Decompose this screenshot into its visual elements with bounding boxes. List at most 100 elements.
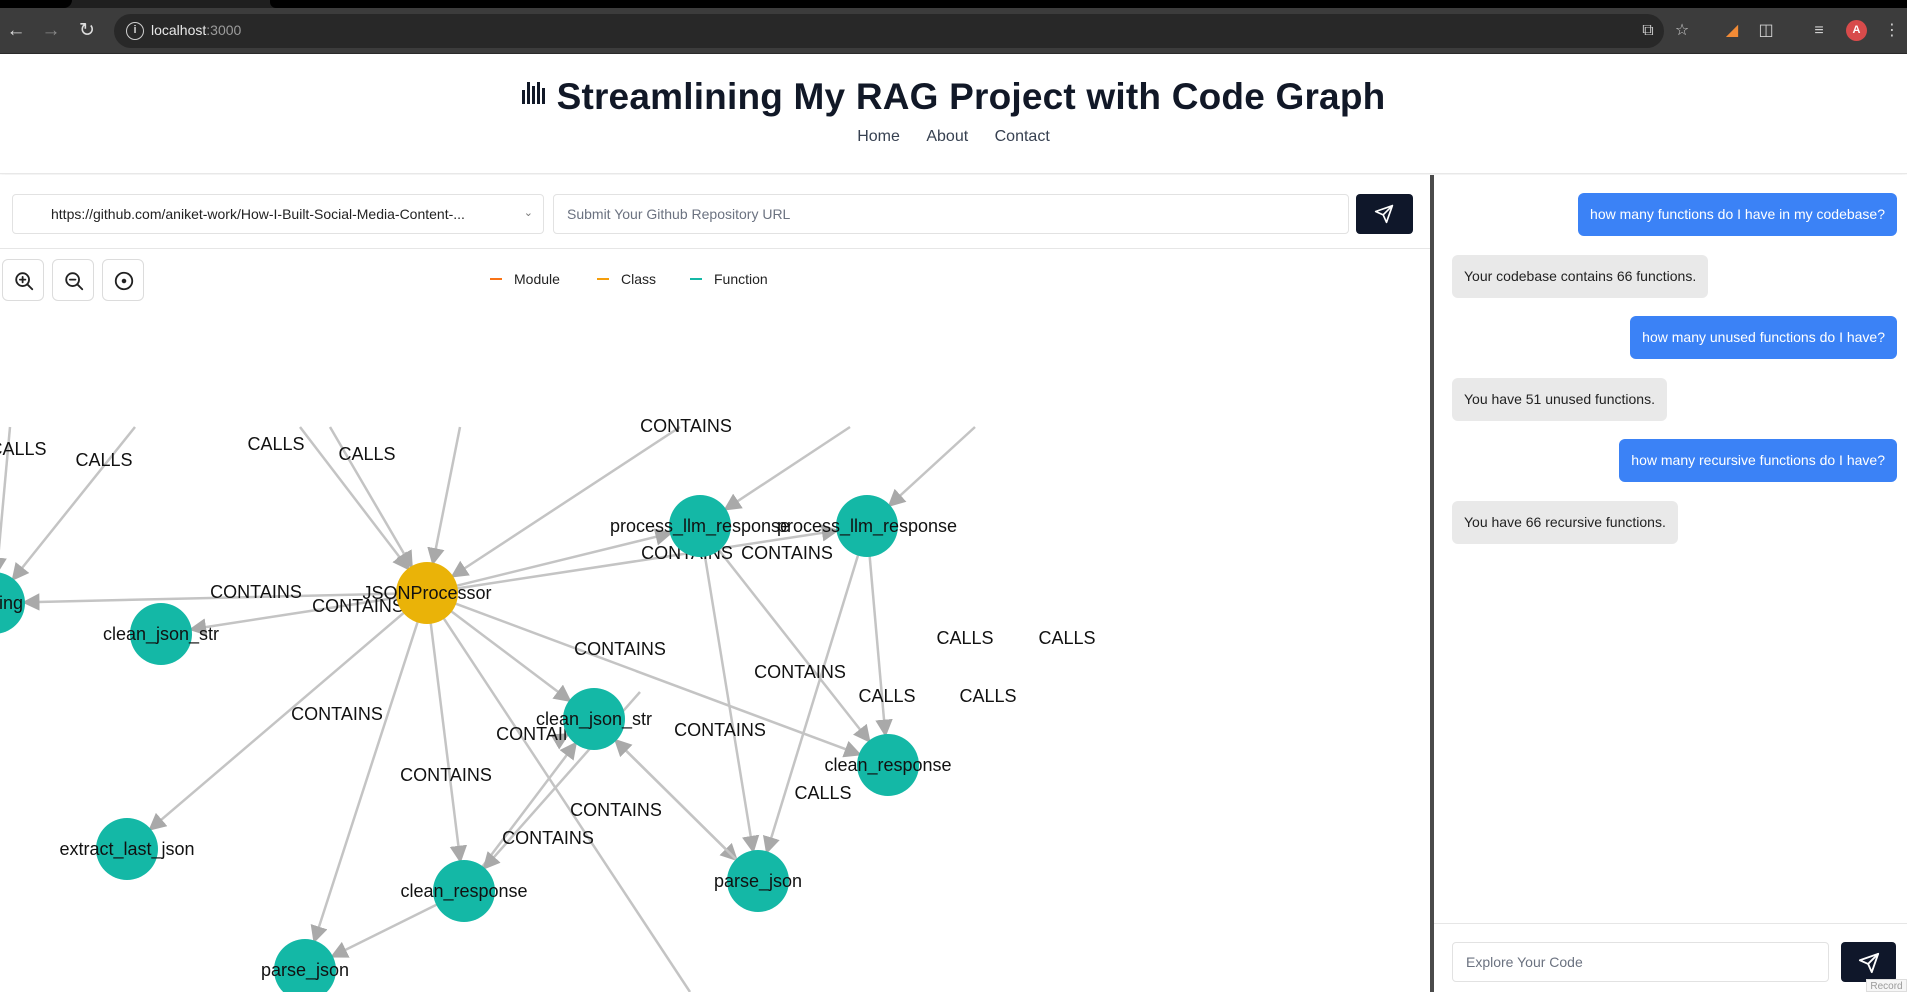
code-graph-canvas[interactable]: CALLS CALLS CALLS CALLS CONTAINS CONTAINS CONT… [0, 309, 1430, 992]
graph-node-lg[interactable] [0, 572, 25, 634]
browser-tab[interactable] [0, 0, 72, 8]
zoom-out-button[interactable] [52, 259, 94, 301]
graph-edge [715, 545, 872, 744]
chat-message-bot: You have 66 recursive functions. [1452, 501, 1678, 544]
edge-label: CONTAINS [312, 596, 404, 616]
submit-repo-button[interactable] [1356, 194, 1413, 234]
nav-link-contact[interactable]: Contact [994, 128, 1050, 145]
graph-node-cjs1[interactable] [130, 603, 192, 665]
chat-message-bot: Your codebase contains 66 functions. [1452, 255, 1709, 298]
nav-link-home[interactable]: Home [857, 128, 900, 145]
chat-input-row [1434, 923, 1907, 992]
edge-label: CONTAINS [640, 416, 732, 436]
legend-item-module: Module [490, 271, 560, 287]
graph-edge [702, 551, 760, 854]
graph-edge [440, 614, 692, 992]
chat-input[interactable] [1452, 942, 1829, 982]
edge-label: CONTAINS [674, 720, 766, 740]
edge-label: CALLS [858, 686, 915, 706]
edge-label: CONTAINS [400, 765, 492, 785]
graph-node-cr2[interactable] [857, 734, 919, 796]
legend-swatch-function [690, 278, 702, 281]
graph-edge [762, 550, 861, 855]
address-url: localhost:3000 [151, 22, 241, 38]
node-label: logging [0, 593, 23, 613]
repo-toolbar: https://github.com/aniket-work/How-I-Bui… [0, 175, 1430, 249]
repo-url-input[interactable] [553, 194, 1349, 234]
graph-node-plr2[interactable] [836, 495, 898, 557]
legend-label-class: Class [621, 271, 657, 287]
node-label: clean_json_str [103, 624, 219, 645]
edge-label: CALLS [247, 434, 304, 454]
graph-edge [452, 524, 840, 591]
graph-edge [299, 426, 411, 572]
audio-bars-icon [521, 82, 547, 112]
profile-avatar[interactable]: A [1846, 20, 1867, 41]
node-label: clean_json_str [536, 709, 652, 730]
browser-tab-strip [0, 0, 1907, 8]
chat-send-button[interactable] [1841, 942, 1896, 982]
legend-item-function: Function [690, 271, 768, 287]
panel-divider[interactable] [1430, 175, 1434, 992]
chevron-down-icon: ⌄ [523, 207, 533, 219]
extensions-puzzle-icon[interactable]: ◫ [1758, 22, 1774, 39]
back-arrow-icon[interactable]: ← [6, 20, 26, 41]
node-label: process_llm_response [610, 516, 790, 537]
main-nav: Home About Contact [0, 128, 1907, 146]
edge-label: CALLS [75, 450, 132, 470]
edge-label: CALLS [794, 783, 851, 803]
graph-node-jp[interactable] [396, 562, 458, 624]
graph-edge [188, 595, 402, 636]
graph-edge [428, 618, 468, 864]
zoom-in-button[interactable] [2, 259, 44, 301]
graph-node-elj[interactable] [96, 818, 158, 880]
code-graph-svg[interactable]: CALLS CALLS CALLS CALLS CONTAINS CONTAINS CONT… [0, 309, 1430, 992]
media-control-icon[interactable]: ≡ [1814, 22, 1824, 39]
chat-panel: how many functions do I have in my codeb… [1434, 175, 1907, 992]
graph-node-cjs2[interactable] [563, 688, 625, 750]
graph-edge [427, 426, 462, 566]
browser-menu-icon[interactable]: ⋮ [1884, 22, 1900, 39]
edge-label: CONTAINS [210, 582, 302, 602]
graph-node-cr1[interactable] [433, 860, 495, 922]
edge-label: CONTAINS [741, 543, 833, 563]
chat-message-bot: You have 51 unused functions. [1452, 378, 1667, 421]
forward-arrow-icon[interactable]: → [41, 20, 61, 41]
nav-link-about[interactable]: About [926, 128, 969, 145]
edge-label: CONTAINS [754, 662, 846, 682]
graph-panel: https://github.com/aniket-work/How-I-Bui… [0, 175, 1430, 992]
site-info-icon[interactable]: i [126, 22, 144, 40]
node-label: extract_last_json [59, 839, 194, 860]
legend-item-class: Class [597, 271, 656, 287]
edge-label: CALLS [959, 686, 1016, 706]
graph-edge [21, 592, 402, 611]
graph-edge [449, 425, 681, 579]
repo-select-value: https://github.com/aniket-work/How-I-Bui… [51, 206, 465, 222]
send-icon [1858, 952, 1880, 974]
graph-edge [451, 528, 674, 589]
browser-toolbar: ← → ↻ i localhost:3000 ⧉ ☆ ◢ ◫ ≡ A ⋮ [0, 8, 1907, 54]
install-app-icon[interactable]: ⧉ [1642, 22, 1654, 39]
center-graph-button[interactable] [102, 259, 144, 301]
browser-tab-active[interactable] [270, 0, 1907, 8]
graph-edge [478, 740, 579, 872]
address-bar[interactable]: i localhost:3000 ⧉ ☆ [114, 14, 1689, 48]
graph-edge [147, 608, 409, 832]
graph-edge [868, 551, 893, 738]
repo-select[interactable]: https://github.com/aniket-work/How-I-Bui… [12, 194, 544, 234]
edge-label: CALLS [936, 628, 993, 648]
legend-swatch-class [597, 278, 609, 281]
graph-edge [310, 617, 421, 944]
graph-node-pj2[interactable] [727, 850, 789, 912]
reload-icon[interactable]: ↻ [79, 20, 95, 41]
graph-edge [0, 426, 12, 576]
node-label: process_llm_response [777, 516, 957, 537]
graph-node-pj1[interactable] [274, 939, 336, 992]
graph-edge [886, 426, 976, 509]
bookmark-star-icon[interactable]: ☆ [1674, 22, 1690, 39]
graph-node-plr1[interactable] [669, 495, 731, 557]
legend-swatch-module [490, 278, 502, 281]
edge-label: CONTAINS [570, 800, 662, 820]
extension-icon[interactable]: ◢ [1725, 22, 1739, 39]
